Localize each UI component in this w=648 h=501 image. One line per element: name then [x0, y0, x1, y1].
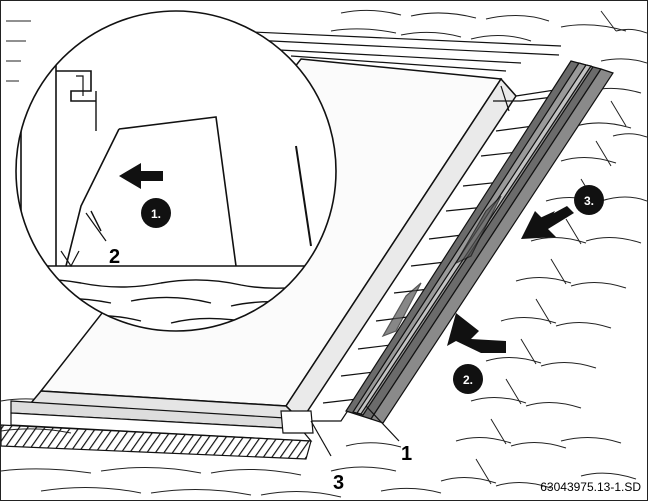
step-3-marker: 3. [574, 185, 604, 215]
side-flashing-part-1 [345, 60, 614, 424]
bottom-flashing [1, 400, 314, 460]
step-1-marker: 1. [141, 198, 171, 228]
step-2-label: 2. [463, 373, 473, 387]
drawing-code: 63043975.13-1.SD [540, 480, 641, 494]
arrow-down-left-icon [521, 206, 574, 239]
step-2-marker: 2. [453, 364, 483, 394]
callout-part-2: 2 [109, 246, 120, 268]
callout-part-3: 3 [333, 472, 344, 494]
upper-flashing [230, 30, 562, 72]
detail-magnifier [15, 10, 337, 332]
step-3-label: 3. [584, 194, 594, 208]
step-1-label: 1. [151, 207, 161, 221]
callout-part-1: 1 [401, 443, 412, 465]
arrow-left-icon [119, 163, 163, 189]
arrow-up-left-icon [447, 313, 506, 353]
callout-leaders [85, 212, 400, 457]
